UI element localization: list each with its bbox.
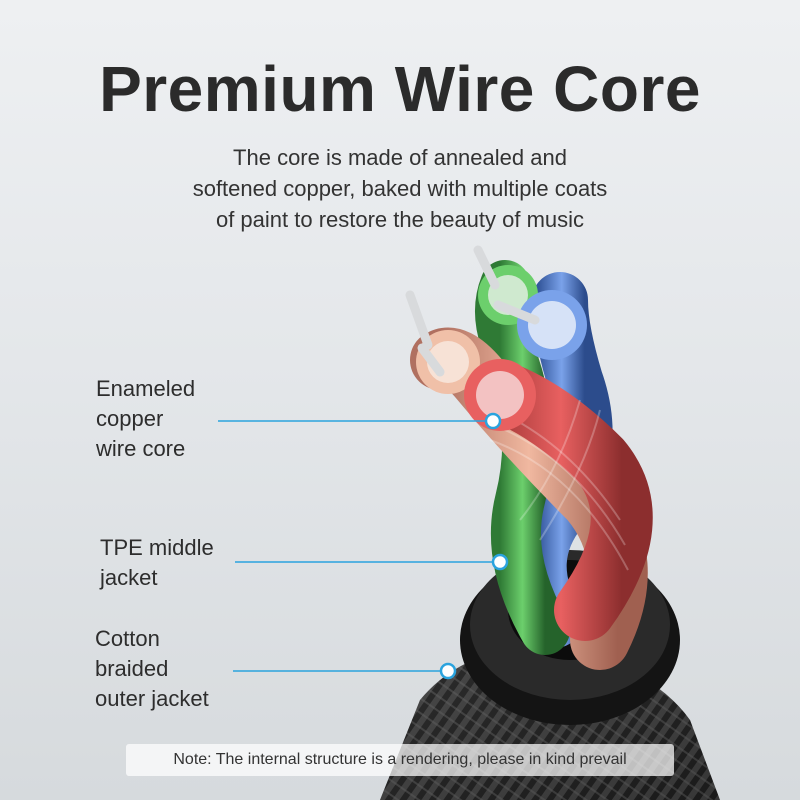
callout-label-line: Cotton: [95, 626, 160, 651]
page-title: Premium Wire Core: [99, 53, 701, 125]
callout-label-line: copper: [96, 406, 164, 431]
subtitle-line: of paint to restore the beauty of music: [215, 207, 585, 232]
disclaimer-note: Note: The internal structure is a render…: [126, 744, 674, 776]
callout-label-line: braided: [95, 656, 169, 681]
callout-label-wire-core: Enameled copper wire core: [96, 374, 195, 464]
callout-line-core: [218, 412, 502, 430]
callout-line-cotton: [233, 662, 457, 680]
callout-label-line: Enameled: [96, 376, 196, 401]
callout-label-line: wire core: [96, 436, 186, 461]
callout-line-tpe: [235, 553, 509, 571]
callout-label-line: outer jacket: [95, 686, 209, 711]
callout-label-line: jacket: [100, 565, 158, 590]
subtitle-line: softened copper, baked with multiple coa…: [192, 176, 608, 201]
callout-label-outer-jacket: Cotton braided outer jacket: [95, 624, 209, 714]
page-subtitle: The core is made of annealed and softene…: [120, 142, 680, 235]
callout-label-line: TPE middle: [100, 535, 214, 560]
callout-label-tpe-jacket: TPE middle jacket: [100, 533, 214, 593]
exposed-copper-strands: [405, 245, 540, 377]
subtitle-line: The core is made of annealed and: [233, 145, 567, 170]
